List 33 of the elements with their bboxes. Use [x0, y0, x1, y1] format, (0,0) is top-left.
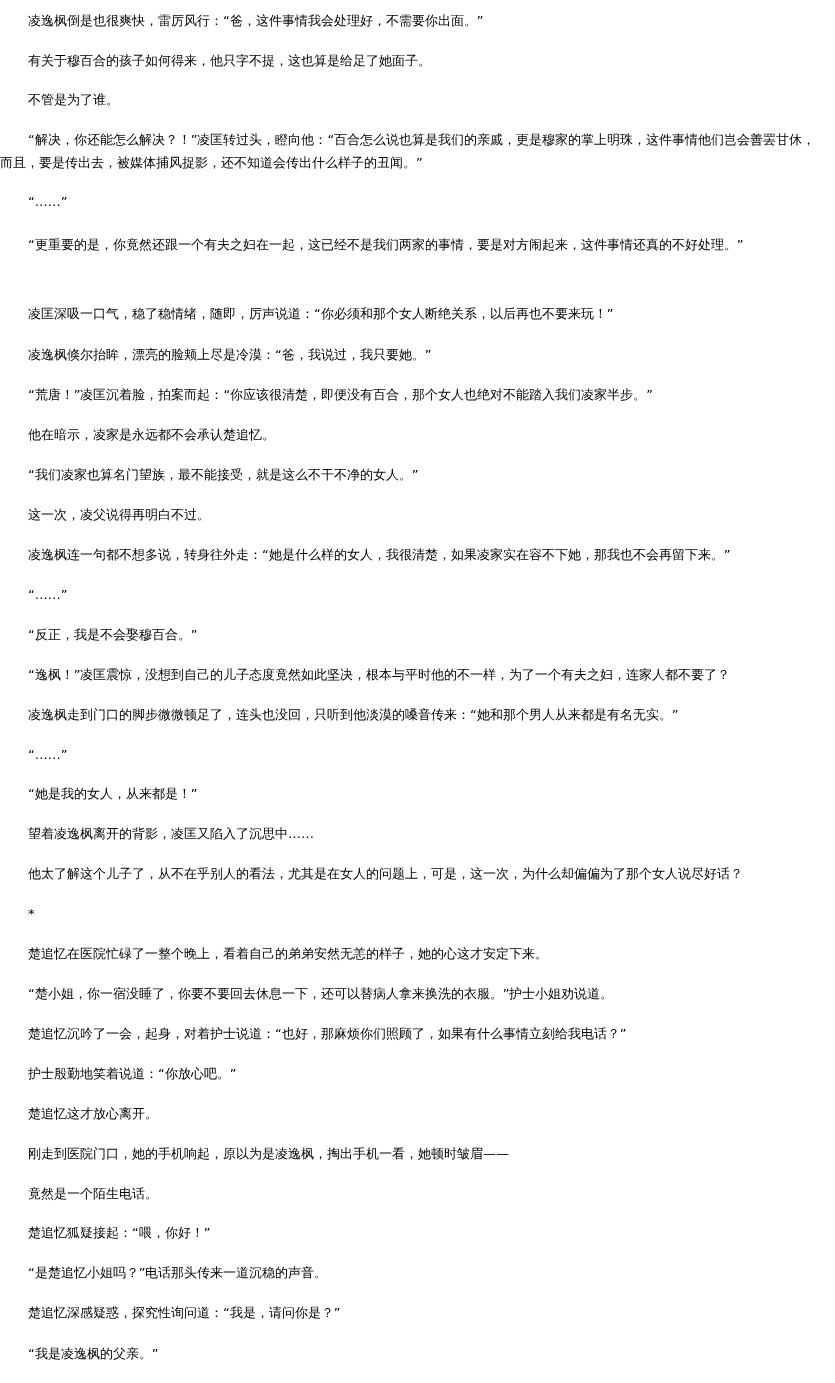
paragraph: 他在暗示，凌家是永远都不会承认楚追忆。: [27, 426, 276, 444]
paragraph: “荒唐！”凌匡沉着脸，拍案而起：“你应该很清楚，即便没有百合，那个女人也绝对不能踏入我们凌家半步。”: [27, 386, 654, 404]
paragraph: “我们凌家也算名门望族，最不能接受，就是这么不干不净的女人。”: [27, 466, 420, 484]
paragraph: “……”: [27, 193, 69, 211]
paragraph: “更重要的是，你竟然还跟一个有夫之妇在一起，这已经不是我们两家的事情，要是对方闹起来，这件事情还真的不好处理。”: [27, 236, 745, 254]
paragraph: “……”: [27, 746, 69, 764]
paragraph: 凌逸枫倒是也很爽快，雷厉风行：“爸，这件事情我会处理好，不需要你出面。”: [27, 12, 485, 30]
paragraph: 凌匡深吸一口气，稳了稳情绪，随即，厉声说道：“你必须和那个女人断绝关系，以后再也不要来玩！”: [27, 305, 615, 323]
paragraph: “……”: [27, 586, 69, 604]
paragraph: “她是我的女人，从来都是！”: [27, 785, 199, 803]
paragraph: 这一次，凌父说得再明白不过。: [27, 506, 211, 524]
paragraph: 凌逸枫连一句都不想多说，转身往外走：“她是什么样的女人，我很清楚，如果凌家实在容不下她，那我也不会再留下来。”: [27, 546, 732, 564]
paragraph: 刚走到医院门口，她的手机响起，原以为是凌逸枫，掏出手机一看，她顿时皱眉——: [27, 1145, 510, 1163]
paragraph: 楚追忆狐疑接起：“喂，你好！”: [27, 1224, 212, 1242]
paragraph: 楚追忆这才放心离开。: [27, 1105, 159, 1123]
paragraph: *: [27, 905, 36, 923]
paragraph: “我是凌逸枫的父亲。”: [27, 1345, 160, 1363]
paragraph: 凌逸枫倏尔抬眸，漂亮的脸颊上尽是冷漠：“爸，我说过，我只要她。”: [27, 346, 433, 364]
paragraph: “解决，你还能怎么解决？！”凌匡转过头，瞪向他：“百合怎么说也算是我们的亲戚，更是穆家的掌上明珠，这件事情他们岂会善罢甘休，而且，要是传出去，被媒体捕风捉影，还不知道会传出什么样子的丑闻。”: [0, 131, 817, 172]
paragraph: 望着凌逸枫离开的背影，凌匡又陷入了沉思中……: [27, 825, 315, 843]
paragraph: 有关于穆百合的孩子如何得来，他只字不提，这也算是给足了她面子。: [27, 52, 432, 70]
paragraph: 楚追忆深感疑惑，探究性询问道：“我是，请问你是？”: [27, 1304, 342, 1322]
paragraph: “是楚追忆小姐吗？”电话那头传来一道沉稳的声音。: [27, 1264, 329, 1282]
paragraph: “逸枫！”凌匡震惊，没想到自己的儿子态度竟然如此坚决，根本与平时他的不一样，为了一个有夫之妇，连家人都不要了？: [27, 666, 732, 684]
paragraph: “反正，我是不会娶穆百合。”: [27, 626, 199, 644]
paragraph: “楚小姐，你一宿没睡了，你要不要回去休息一下，还可以替病人拿来换洗的衣服。”护士小姐劝说道。: [27, 985, 615, 1003]
paragraph: 不管是为了谁。: [27, 91, 120, 109]
paragraph: 护士殷勤地笑着说道：“你放心吧。”: [27, 1065, 238, 1083]
paragraph: 楚追忆在医院忙碌了一整个晚上，看着自己的弟弟安然无恙的样子，她的心这才安定下来。: [27, 945, 549, 963]
paragraph: 凌逸枫走到门口的脚步微微顿足了，连头也没回，只听到他淡漠的嗓音传来：“她和那个男人从来都是有名无实。”: [27, 706, 680, 724]
paragraph: 楚追忆沉吟了一会，起身，对着护士说道：“也好，那麻烦你们照顾了，如果有什么事情立刻给我电话？”: [27, 1025, 628, 1043]
paragraph: 他太了解这个儿子了，从不在乎别人的看法，尤其是在女人的问题上，可是，这一次，为什么却偏偏为了那个女人说尽好话？: [27, 865, 744, 883]
paragraph: 竟然是一个陌生电话。: [27, 1185, 159, 1203]
